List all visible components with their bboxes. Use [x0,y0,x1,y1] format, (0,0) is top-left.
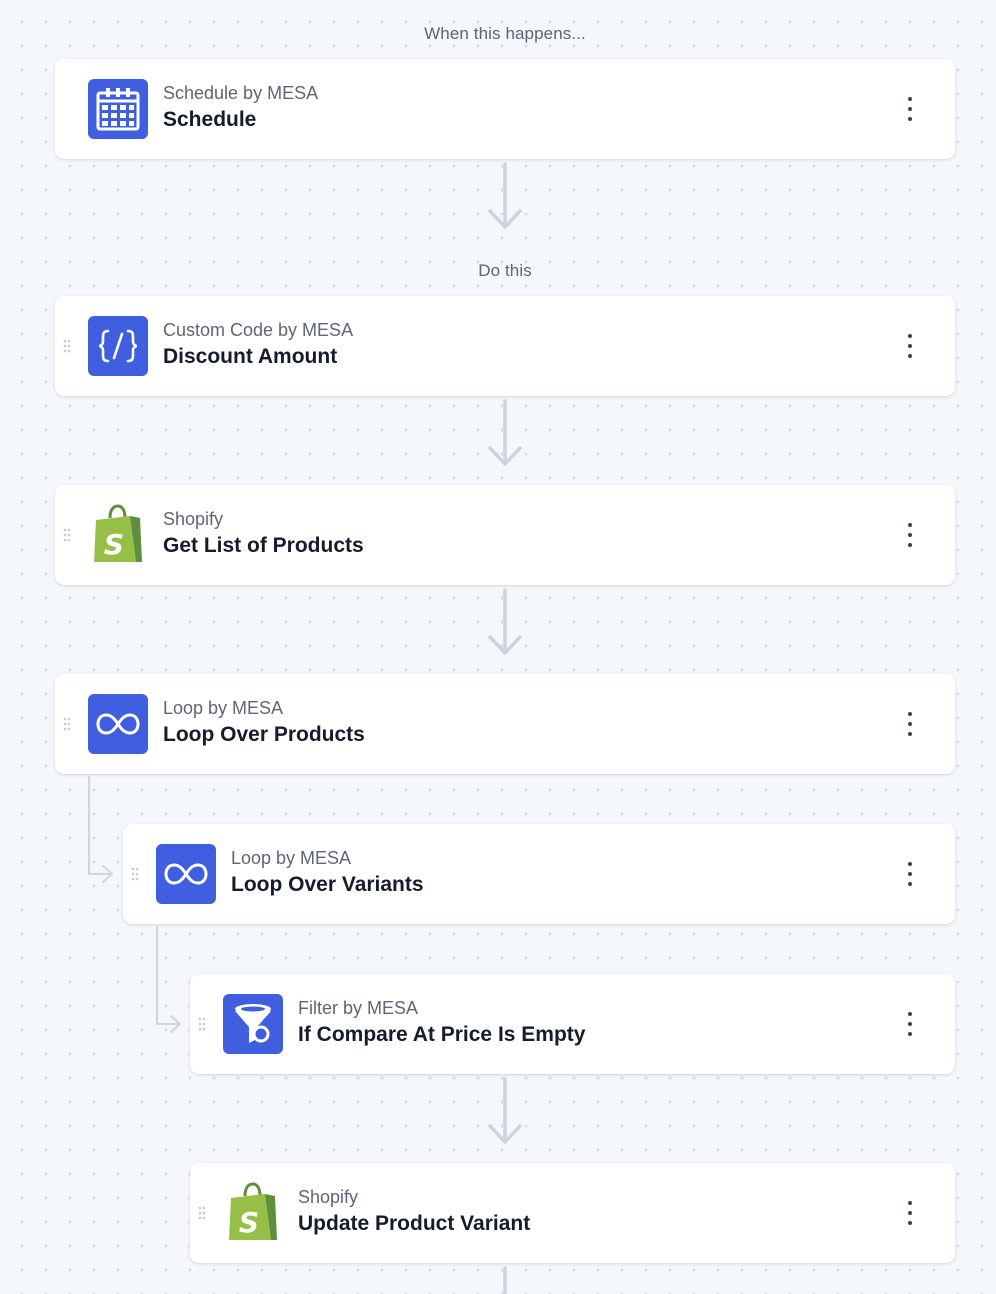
step-title: Update Product Variant [298,1212,531,1235]
code-icon [88,316,148,376]
more-options-button[interactable] [901,334,919,358]
more-options-button[interactable] [901,712,919,736]
dot-icon [908,722,912,726]
svg-text:S: S [239,1206,259,1239]
svg-text:S: S [104,528,124,561]
step-provider: Filter by MESA [298,998,419,1018]
step-title: Loop Over Variants [231,873,424,896]
step-title: Discount Amount [163,345,338,368]
action-section-label: Do this [478,261,532,280]
drag-handle-icon[interactable] [63,339,71,353]
funnel-icon [223,994,283,1054]
infinity-icon [156,844,216,904]
step-card-loop-over-variants[interactable]: Loop by MESA Loop Over Variants [123,824,955,924]
step-provider: Loop by MESA [231,848,352,868]
dot-icon [908,732,912,736]
step-card-schedule[interactable]: Schedule by MESA Schedule [55,59,955,159]
step-card-loop-over-products[interactable]: Loop by MESA Loop Over Products [55,674,955,774]
dot-icon [908,334,912,338]
dot-icon [908,97,912,101]
dot-icon [908,872,912,876]
dot-icon [908,882,912,886]
shopify-bag-icon: S [88,504,148,565]
step-card-filter[interactable]: Filter by MESA If Compare At Price Is Em… [190,974,955,1074]
drag-handle-icon[interactable] [63,528,71,542]
dot-icon [908,1022,912,1026]
dot-icon [908,117,912,121]
dot-icon [908,523,912,527]
dot-icon [908,107,912,111]
drag-handle-icon[interactable] [63,717,71,731]
drag-handle-icon[interactable] [198,1017,206,1031]
dot-icon [908,1012,912,1016]
dot-icon [908,1032,912,1036]
more-options-button[interactable] [901,97,919,121]
step-title: Get List of Products [163,534,364,557]
step-title: If Compare At Price Is Empty [298,1023,586,1046]
dot-icon [908,354,912,358]
infinity-icon [88,694,148,754]
dot-icon [908,543,912,547]
step-title: Schedule [163,108,257,131]
dot-icon [908,862,912,866]
dot-icon [908,344,912,348]
drag-handle-icon[interactable] [198,1206,206,1220]
step-card-get-list-of-products[interactable]: S Shopify Get List of Products [55,485,955,585]
step-card-custom-code[interactable]: Custom Code by MESA Discount Amount [55,296,955,396]
step-provider: Custom Code by MESA [163,320,354,340]
shopify-bag-icon: S [223,1182,283,1243]
dot-icon [908,1211,912,1215]
dot-icon [908,1221,912,1225]
more-options-button[interactable] [901,1201,919,1225]
step-title: Loop Over Products [163,723,365,746]
step-provider: Shopify [163,509,224,529]
more-options-button[interactable] [901,862,919,886]
dot-icon [908,712,912,716]
step-card-update-product-variant[interactable]: S Shopify Update Product Variant [190,1163,955,1263]
calendar-icon [88,79,148,139]
more-options-button[interactable] [901,1012,919,1036]
step-provider: Schedule by MESA [163,83,319,103]
drag-handle-icon[interactable] [131,867,139,881]
dot-icon [908,533,912,537]
dot-icon [908,1201,912,1205]
more-options-button[interactable] [901,523,919,547]
step-provider: Loop by MESA [163,698,284,718]
step-provider: Shopify [298,1187,359,1207]
trigger-section-label: When this happens... [424,24,586,43]
